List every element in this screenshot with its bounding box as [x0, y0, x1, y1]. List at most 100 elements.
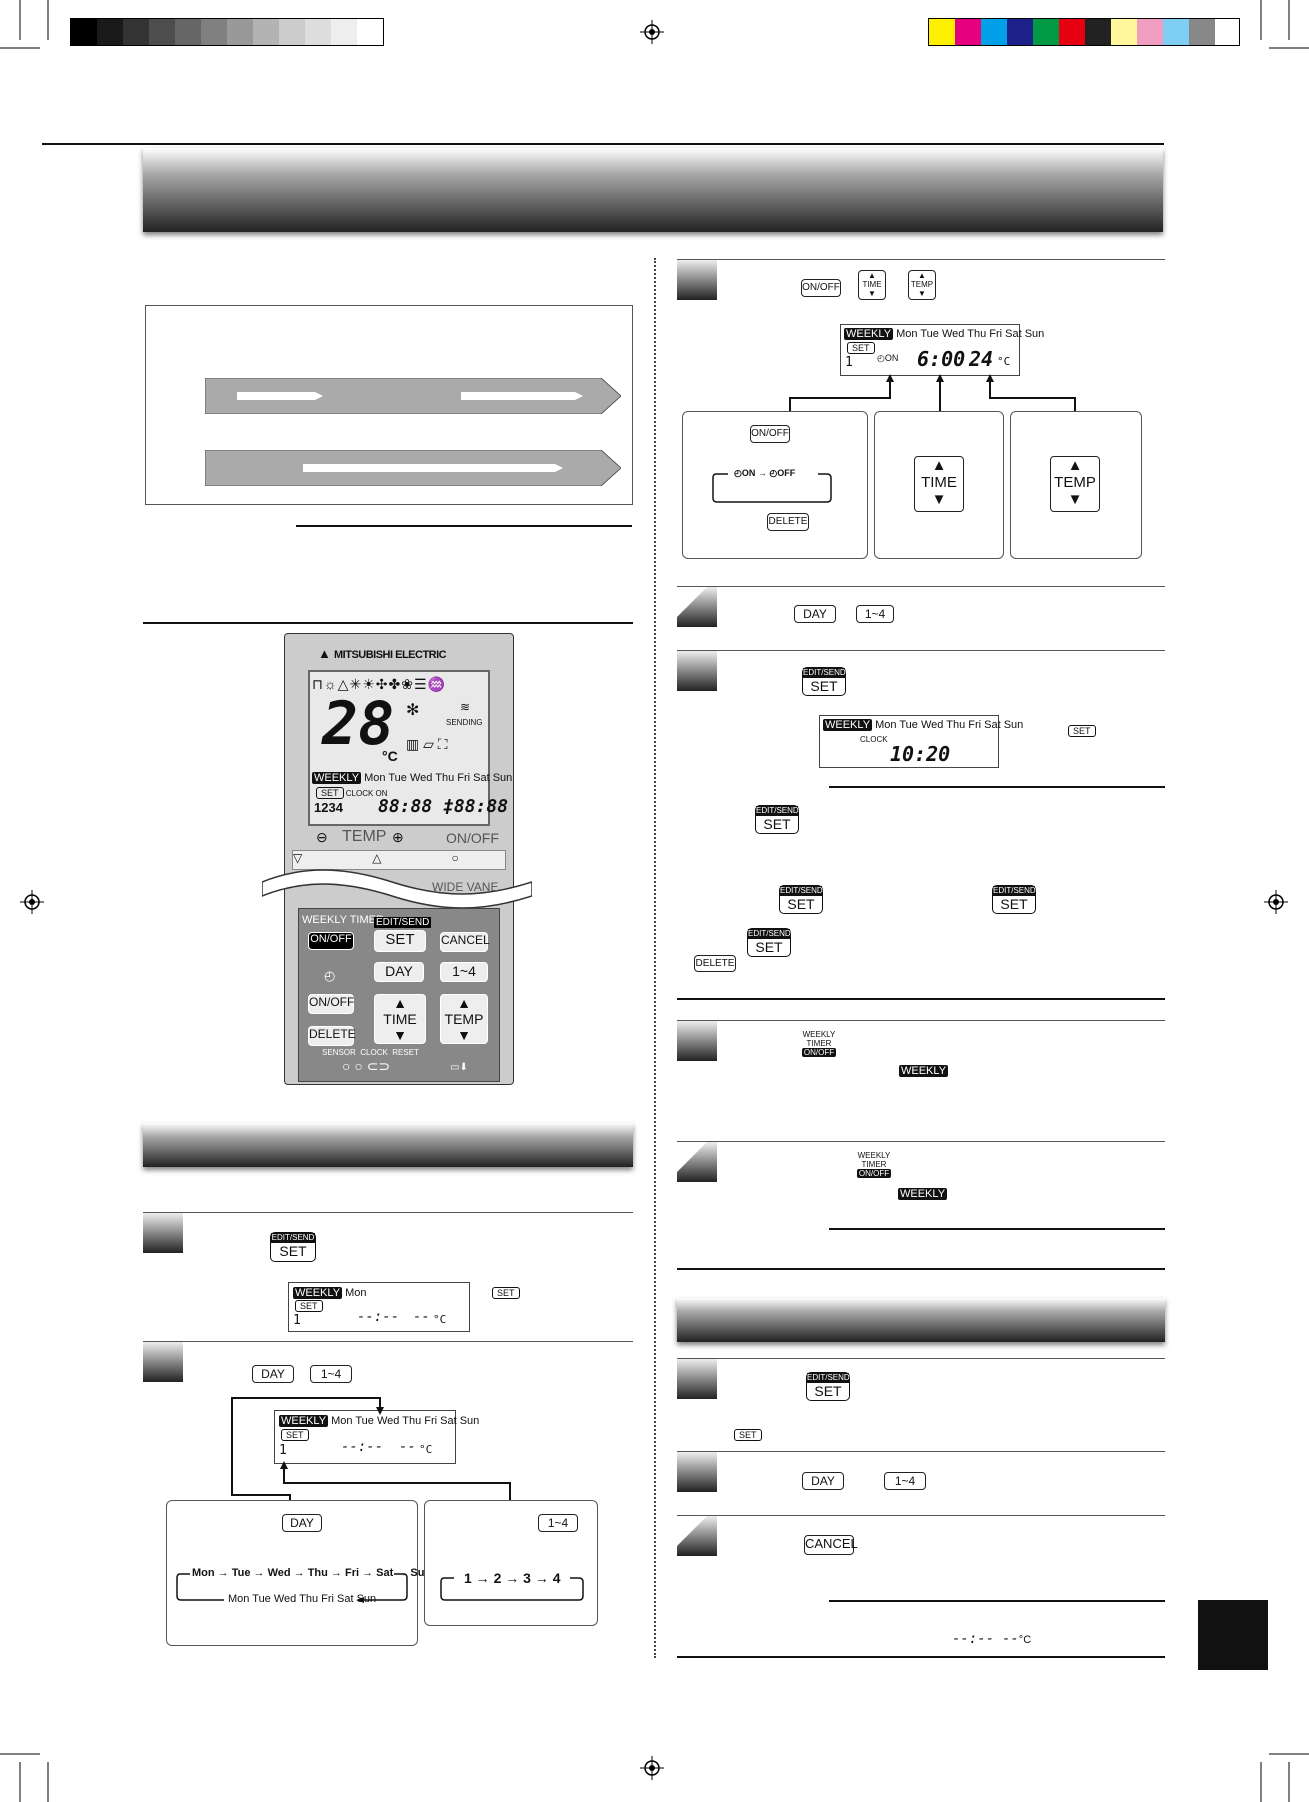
registration-mark-icon: [1264, 890, 1288, 914]
step-marker: [677, 651, 717, 691]
note-rule: [829, 1228, 1165, 1230]
step-rule: [677, 1358, 1165, 1359]
step-marker: [677, 1021, 717, 1061]
day-button[interactable]: DAY: [282, 1514, 322, 1532]
set-badge-inline: SET: [734, 1429, 762, 1441]
remote-set-button[interactable]: SET: [374, 930, 426, 952]
onoff-button[interactable]: ON/OFF: [801, 279, 841, 297]
remote-1-4-button[interactable]: 1~4: [440, 962, 488, 982]
one-four-button[interactable]: 1~4: [856, 605, 894, 623]
step-rule: [143, 1212, 633, 1213]
remote-delete-button[interactable]: DELETE: [308, 1026, 356, 1046]
connector-arrows-right: [789, 374, 1076, 412]
weekly-badge: WEEKLY: [898, 1188, 948, 1200]
lcd-program: WEEKLY Mon Tue Wed Thu Fri Sat Sun SET 1…: [840, 324, 1044, 376]
remote-bottom-labels: SENSOR CLOCK RESET: [322, 1048, 419, 1057]
page-tab: [1198, 1600, 1268, 1670]
lcd-signal-icon: ≋: [460, 700, 471, 714]
section-rule: [677, 998, 1165, 1000]
lcd-set-row: SET CLOCK ON: [316, 787, 388, 799]
battery-icon: ▭⬇: [450, 1062, 468, 1073]
step-rule: [143, 1341, 633, 1342]
registration-mark-icon: [20, 890, 44, 914]
day-cycle-back: Mon Tue Wed Thu Fri Sat Sun: [228, 1593, 377, 1605]
set-badge-right: SET: [492, 1287, 520, 1299]
lcd-sending: SENDING: [446, 718, 483, 727]
delete-button[interactable]: DELETE: [767, 513, 809, 531]
number-cycle: 1 → 2 → 3 → 4: [464, 1570, 561, 1586]
section-title-bar-left: [143, 1123, 633, 1167]
time-button-small[interactable]: ▲TIME▼: [858, 270, 886, 300]
remote-time-button[interactable]: ▲TIME▼: [374, 994, 426, 1044]
note-rule: [829, 1600, 1165, 1602]
color-bar: [928, 18, 1240, 46]
connector-arrows-left: [231, 1397, 511, 1500]
step-marker: [677, 1359, 717, 1399]
bottom-rule: [677, 1656, 1165, 1658]
clock-icon: ◴: [769, 468, 778, 478]
step-marker: [677, 1452, 717, 1492]
remote-onoff-timer-button[interactable]: ON/OFF: [308, 994, 354, 1014]
note-rule: [296, 525, 632, 527]
lcd-program-nums: 1234: [314, 800, 343, 815]
remote-day-button[interactable]: DAY: [374, 962, 424, 982]
grayscale-bar: [70, 18, 384, 46]
step-corner-marker: [677, 587, 717, 627]
step-marker: [143, 1213, 183, 1253]
lcd-days: WEEKLY Mon Tue Wed Thu Fri Sat Sun: [312, 772, 513, 784]
on-off-cycle: ◴ON → ◴OFF: [734, 468, 796, 478]
edit-send-label: EDIT/SEND: [374, 917, 432, 928]
set-badge: SET: [295, 1300, 323, 1312]
lcd-clock: WEEKLY Mon Tue Wed Thu Fri Sat Sun CLOCK…: [819, 715, 1023, 768]
note-rule: [829, 786, 1165, 788]
remote-brand: MITSUBISHI ELECTRIC: [334, 649, 447, 661]
remote-cancel-button[interactable]: CANCEL: [440, 932, 490, 952]
temp-minus-icon[interactable]: ⊖: [316, 829, 328, 845]
mitsubishi-logo-icon: ▲: [318, 646, 331, 661]
one-four-button[interactable]: 1~4: [310, 1365, 352, 1383]
one-four-button[interactable]: 1~4: [884, 1472, 926, 1490]
on-off-bracket: [712, 473, 832, 503]
delete-button[interactable]: DELETE: [694, 955, 736, 972]
clock-icon: ◴: [324, 968, 336, 983]
day-button[interactable]: DAY: [252, 1365, 294, 1383]
lcd-times: 88:88 ‡88:88: [378, 796, 509, 817]
lcd-time-dashes: --:--: [357, 1309, 400, 1325]
lcd-dashes-inline: --:-- --°C: [952, 1631, 1032, 1647]
weekly-timer-label: WEEKLY TIMER: [302, 914, 384, 926]
remote-temp-button[interactable]: ▲TEMP▼: [440, 994, 488, 1044]
remote-weekly-onoff-button[interactable]: ON/OFF: [308, 932, 354, 950]
column-divider: [654, 258, 656, 1658]
temp-plus-icon[interactable]: ⊕: [392, 829, 404, 845]
one-four-button[interactable]: 1~4: [538, 1514, 578, 1532]
step-corner-marker: [677, 1516, 717, 1556]
weekly-badge: WEEKLY: [899, 1065, 949, 1077]
onoff-button[interactable]: ON/OFF: [750, 425, 790, 443]
page-title-bar: [143, 148, 1163, 232]
day-cycle-bracket: [176, 1573, 408, 1603]
lcd-mon: WEEKLY Mon SET 1 --:-- -- °C: [288, 1282, 470, 1332]
temp-button[interactable]: ▲TEMP▼: [1050, 456, 1100, 512]
weekly-badge: WEEKLY: [293, 1287, 343, 1299]
section-rule: [143, 622, 633, 624]
step-rule: [677, 1141, 1165, 1142]
step-rule: [677, 259, 1165, 260]
registration-mark-icon: [640, 1756, 664, 1780]
remote-onoff-label[interactable]: ON/OFF: [446, 830, 499, 846]
day-button[interactable]: DAY: [802, 1472, 844, 1490]
time-button[interactable]: ▲TIME▼: [914, 456, 964, 512]
cancel-button[interactable]: CANCEL: [804, 1535, 858, 1555]
lcd-unit: °C: [433, 1313, 447, 1326]
remote-break: [262, 869, 532, 909]
day-button[interactable]: DAY: [794, 605, 836, 623]
temp-button-small[interactable]: ▲TEMP▼: [908, 270, 936, 300]
